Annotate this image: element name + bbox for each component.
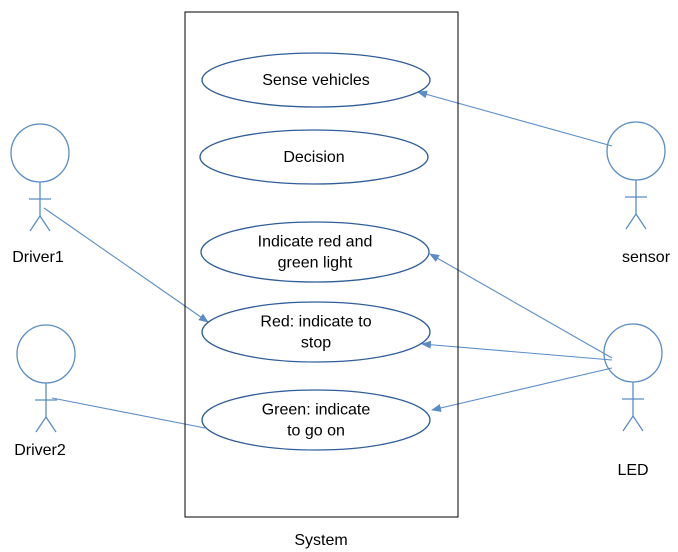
association-sensor-sense (417, 90, 613, 147)
actor-leg-left (622, 415, 634, 432)
use-case-label: Decision (283, 149, 344, 166)
actor-leg-left (625, 213, 637, 230)
actor-leg-left (29, 215, 41, 232)
use-case-label: to go on (287, 423, 345, 440)
association-driver1-red (43, 207, 209, 323)
use-case-label: Sense vehicles (262, 72, 370, 89)
actor-label: LED (617, 462, 648, 479)
actor-driver1: Driver1 (10, 123, 70, 266)
association-led-red (421, 340, 613, 361)
actor-label: Driver1 (12, 249, 64, 266)
use-case-label: green light (278, 255, 353, 272)
actor-head (10, 123, 70, 183)
actor-leg-right (635, 213, 647, 230)
association-driver2-green (51, 397, 206, 429)
actor-leg-right (632, 415, 644, 432)
association-led-green (431, 367, 613, 412)
use-case-ellipse (200, 221, 430, 283)
use-case-label: stop (301, 335, 331, 352)
system-label: System (294, 532, 347, 549)
association-layer (43, 90, 613, 429)
use-case-label: Indicate red and (258, 234, 373, 251)
actor-label: sensor (622, 249, 671, 266)
use-case-label: Red: indicate to (260, 314, 371, 331)
actor-leg-right (39, 215, 51, 232)
actor-head (16, 324, 76, 384)
use-case-ellipse (201, 52, 431, 108)
use-case-ellipse (201, 389, 431, 451)
actor-head (606, 121, 666, 181)
actor-leg-left (35, 416, 47, 433)
use-case-decision: Decision (199, 129, 429, 185)
system-boundary (184, 11, 459, 518)
use-case-green: Green: indicate to go on (201, 389, 431, 451)
actor-driver2: Driver2 (14, 324, 76, 459)
use-case-indicate: Indicate red and green light (200, 221, 430, 283)
actor-head (603, 323, 663, 383)
use-case-red: Red: indicate to stop (201, 301, 431, 363)
use-case-ellipse (201, 301, 431, 363)
use-case-label: Green: indicate (262, 402, 371, 419)
actor-label: Driver2 (14, 442, 66, 459)
association-led-indicate (429, 253, 613, 359)
use-case-sense: Sense vehicles (201, 52, 431, 108)
actor-leg-right (45, 416, 57, 433)
actor-sensor: sensor (606, 121, 671, 266)
actor-led: LED (603, 323, 663, 479)
use-case-ellipse (199, 129, 429, 185)
